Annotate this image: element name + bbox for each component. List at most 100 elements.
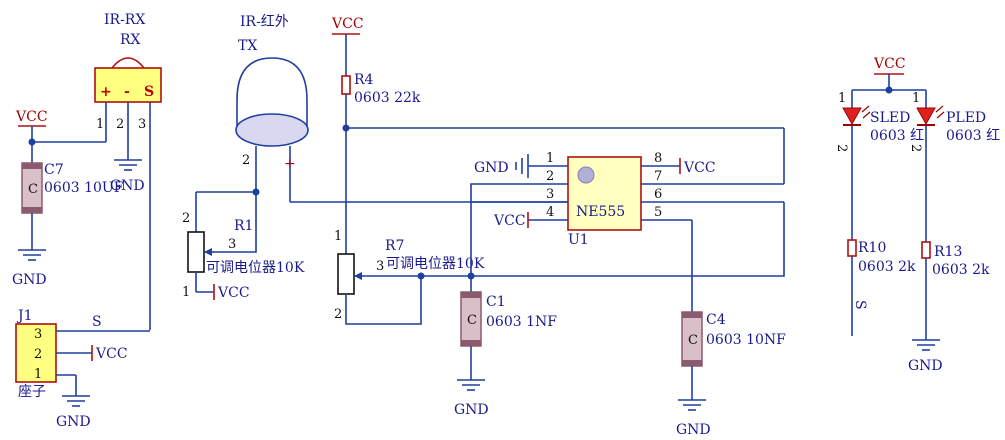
u1-pin1-marker <box>577 166 595 184</box>
rx-pin3-num: 3 <box>138 117 146 132</box>
r1-wiper-arrow <box>204 248 212 256</box>
r1-pin1-num: 1 <box>182 285 190 300</box>
r10-body <box>847 239 857 257</box>
u1-ref: U1 <box>568 232 589 248</box>
led-junction <box>885 86 893 94</box>
sled-value: 0603 红 <box>870 128 924 144</box>
rx-pin-minus: - <box>124 84 130 100</box>
r1-ref: R1 <box>234 218 253 234</box>
pled-ray-2 <box>936 111 945 119</box>
r4-body <box>341 75 351 95</box>
j1-ground-symbol <box>62 395 90 407</box>
j1-s-label: S <box>92 314 102 330</box>
rx-gnd-label: GND <box>110 178 145 194</box>
r1-pin3-num: 3 <box>228 237 236 252</box>
c7-junction <box>28 138 36 146</box>
r10-ref: R10 <box>858 240 886 256</box>
c4-value: 0603 10NF <box>706 332 786 348</box>
u1-pin7-num: 7 <box>654 169 662 184</box>
r4-ref: R4 <box>354 72 374 88</box>
pled-pin2-num: 2 <box>908 144 923 152</box>
j1-name: 座子 <box>18 384 46 400</box>
rx-ground-symbol <box>114 159 142 171</box>
tx-led-base <box>235 113 309 147</box>
c4-ref: C4 <box>706 312 726 328</box>
j1-vcc-label: VCC <box>95 346 128 362</box>
sled-ray-1 <box>861 105 870 113</box>
r4-value: 0603 22k <box>354 90 421 106</box>
c1-value: 0603 1NF <box>486 314 557 330</box>
c4-gnd-label: GND <box>676 422 711 438</box>
c1-cap-end-top <box>461 292 481 298</box>
r1-pin2-num: 2 <box>182 211 190 226</box>
r13-gnd-label: GND <box>908 358 943 374</box>
r7-pin2-num: 2 <box>334 307 342 322</box>
c4-mark: C <box>688 333 698 348</box>
r7-pin1-num: 1 <box>334 229 342 244</box>
j1-pin1-num: 1 <box>34 367 42 382</box>
pled-triangle <box>916 107 936 126</box>
c1-cap-end-bottom <box>461 340 481 346</box>
u1-pin8-num: 8 <box>654 151 662 166</box>
c7-vcc-label: VCC <box>15 109 48 125</box>
u1-pin4-vcc-label: VCC <box>493 213 526 229</box>
pled-pin1-num: 1 <box>912 91 920 106</box>
rx-label: RX <box>120 32 141 48</box>
sled-triangle <box>842 107 862 126</box>
ir-rx-title: IR-RX <box>104 12 145 28</box>
u1-part: NE555 <box>576 204 625 220</box>
j1-ref: J1 <box>16 308 33 324</box>
r13-ground-symbol <box>912 339 940 351</box>
r7-ref: R7 <box>385 238 404 254</box>
c1-ground-symbol <box>457 379 485 391</box>
r7-wiper-arrow <box>354 272 362 280</box>
rx-pin-s: S <box>144 84 154 100</box>
u1-pin2-to-c1-wire <box>470 183 528 292</box>
j1-pin3-num: 3 <box>34 327 42 342</box>
sled-s-net-label: S <box>852 300 868 310</box>
tx-pin-plus: + <box>284 156 296 172</box>
u1-pin5-num: 5 <box>654 205 662 220</box>
c1-mark: C <box>467 313 477 328</box>
c7-mark: C <box>28 182 38 197</box>
r1-wiper-wire <box>204 192 257 253</box>
r4-vcc-label: VCC <box>331 16 364 32</box>
r1-vcc-label: VCC <box>217 285 250 301</box>
u1-pin1-num: 1 <box>546 151 554 166</box>
pled-ref: PLED <box>946 110 986 126</box>
tx-led-dome <box>236 57 308 128</box>
c1-ref: C1 <box>486 294 506 310</box>
r7-value: 可调电位器10K <box>386 256 485 272</box>
j1-gnd-label: GND <box>56 414 91 430</box>
r7-body <box>337 253 355 295</box>
rx-pin2-num: 2 <box>116 117 124 132</box>
rx-dome <box>111 57 145 69</box>
rx-pin-plus: + <box>100 84 112 100</box>
sled-ref: SLED <box>870 110 910 126</box>
c7-value: 0603 10UF <box>44 180 124 196</box>
sled-pin2-num: 2 <box>834 144 849 152</box>
r13-ref: R13 <box>934 244 962 260</box>
c4-cap-end-top <box>682 312 702 318</box>
u1-pin1-ground-symbol <box>515 154 529 178</box>
c4-ground-symbol <box>678 399 706 411</box>
r13-body <box>921 241 931 259</box>
u1-pin3-num: 3 <box>546 187 554 202</box>
pled-value: 0603 红 <box>946 128 1000 144</box>
c7-cap-end-bottom <box>22 207 42 213</box>
pled-ray-1 <box>935 105 944 113</box>
ir-rx-module <box>94 67 162 103</box>
c7-ref: C7 <box>44 162 64 178</box>
sled-pin1-num: 1 <box>838 91 846 106</box>
r7-pin3-num: 3 <box>376 259 384 274</box>
sled-ray-2 <box>862 111 871 119</box>
c7-gnd-label: GND <box>12 272 47 288</box>
led-vcc-label: VCC <box>873 56 906 72</box>
r13-value: 0603 2k <box>932 262 990 278</box>
c7-cap-end-top <box>22 163 42 169</box>
r7-bottom-wire <box>345 276 422 325</box>
r10-value: 0603 2k <box>858 259 916 275</box>
tx-pin2-num: 2 <box>242 153 250 168</box>
